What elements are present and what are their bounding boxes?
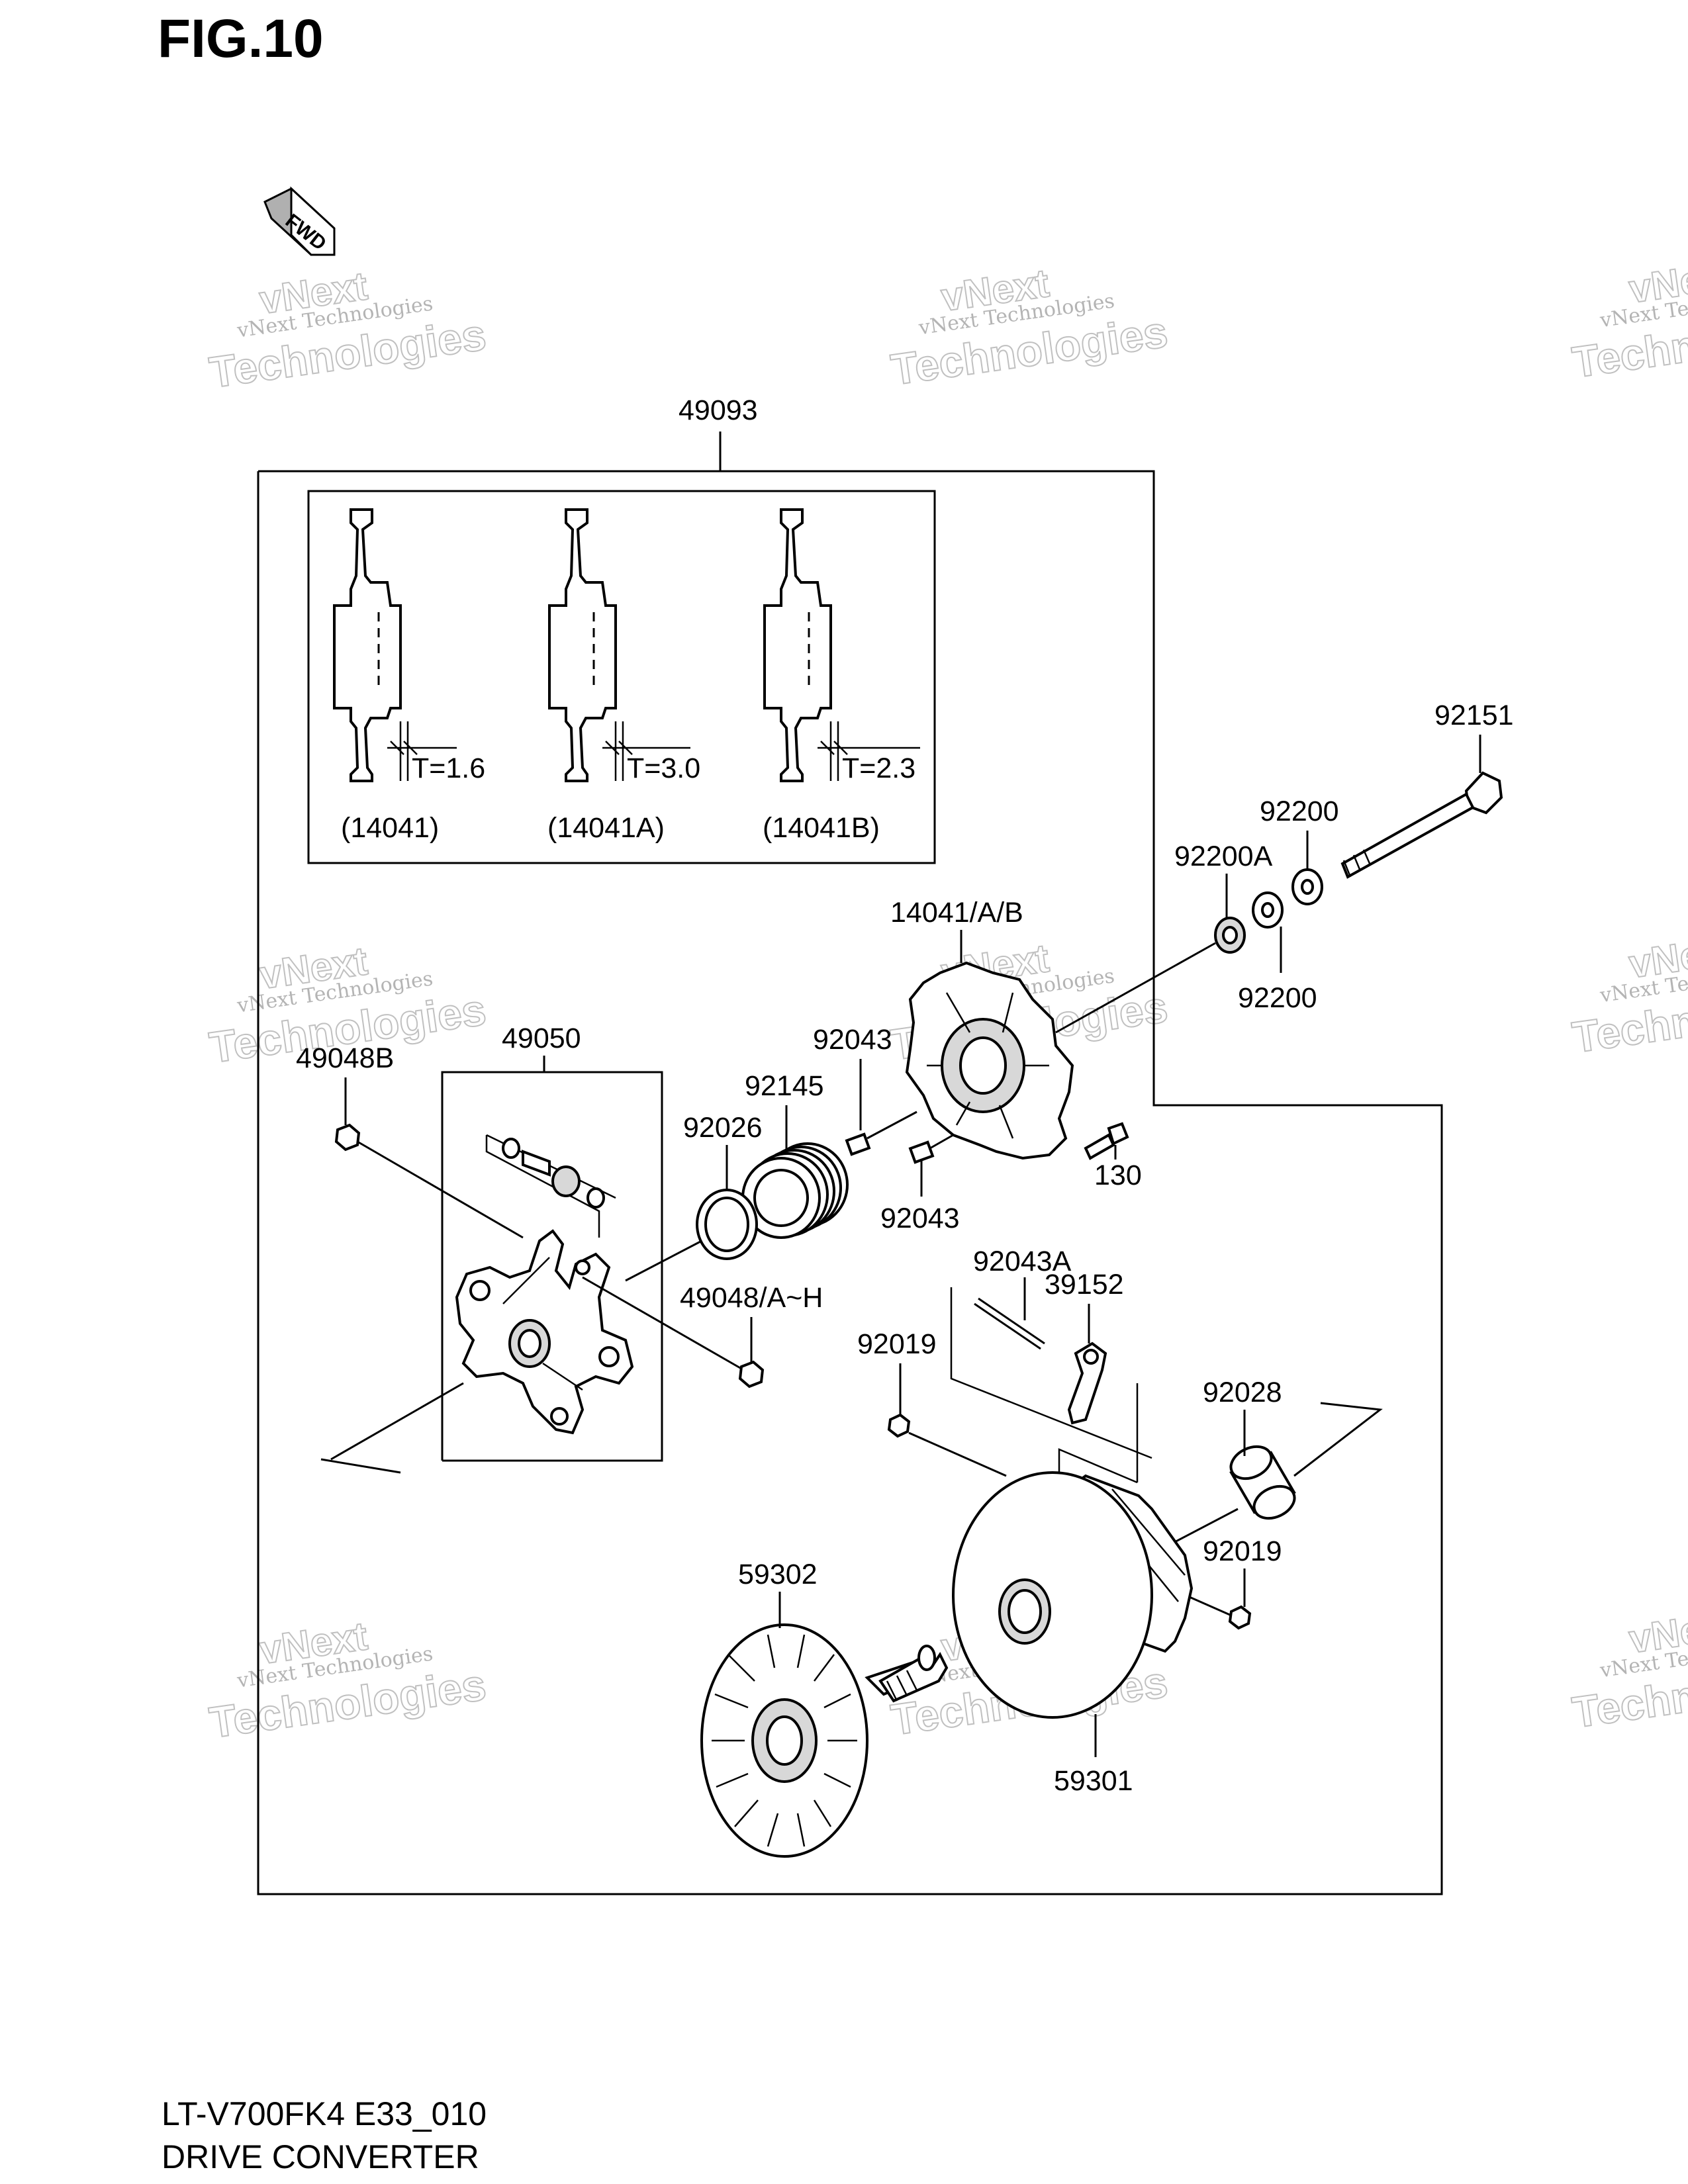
label-49050: 49050 — [502, 1023, 581, 1054]
part-59301-sheave: 59301 — [952, 1471, 1194, 1797]
watermark-bottom-left: vNext vNext Technologies Technologies — [206, 1613, 490, 1748]
part-49048-nut: 49048/A~H — [582, 1276, 823, 1388]
label-92043-bottom: 92043 — [880, 1203, 960, 1234]
part-92019-nut-left: 92019 — [857, 1328, 1007, 1477]
label-39152: 39152 — [1045, 1269, 1124, 1300]
plate-diagram: T=3.0 (14041A) — [547, 508, 700, 844]
plate-thickness: T=2.3 — [842, 752, 915, 784]
watermark-top-left: vNext vNext Technologies Technologies — [206, 263, 490, 398]
watermark-mid-right: vNext vNext Technologies Technologies — [1569, 927, 1688, 1062]
plate-part-number: (14041A) — [547, 812, 665, 844]
plate-part-number: (14041) — [341, 812, 439, 844]
label-92019-left: 92019 — [857, 1328, 937, 1360]
label-14041: 14041/A/B — [890, 897, 1023, 929]
plate-thickness: T=1.6 — [412, 752, 485, 784]
label-92200-bottom: 92200 — [1238, 982, 1317, 1014]
label-59301: 59301 — [1054, 1765, 1133, 1797]
part-14041-spider: 14041/A/B — [890, 897, 1074, 1160]
label-59302: 59302 — [738, 1559, 818, 1590]
part-49048b-nut: 49048B — [296, 1042, 524, 1239]
label-92028: 92028 — [1203, 1377, 1282, 1408]
part-39152-arm: 39152 — [1045, 1269, 1124, 1425]
watermark-top-center: vNext vNext Technologies Technologies — [888, 260, 1172, 395]
plate-diagram: T=2.3 (14041B) — [763, 508, 920, 844]
part-92019-nut-right: 92019 — [1184, 1535, 1282, 1630]
label-92043-top: 92043 — [813, 1024, 892, 1056]
model-code: LT-V700FK4 E33_010 — [162, 2095, 487, 2132]
watermark-top-right: vNext vNext Technologies Technologies — [1569, 251, 1688, 387]
part-92200-washer-bottom: 92200 — [1238, 891, 1317, 1014]
plate-part-number: (14041B) — [763, 812, 880, 844]
part-92043-pin-top: 92043 — [813, 1024, 917, 1156]
label-92145: 92145 — [745, 1070, 824, 1102]
part-92200-washer-top: 92200 — [1260, 796, 1339, 905]
label-92026: 92026 — [683, 1112, 763, 1144]
assembly-frame: 49093 — [257, 394, 1443, 1895]
fwd-arrow-icon: FWD — [263, 186, 336, 256]
label-92200a: 92200A — [1174, 841, 1273, 872]
diagram-name: DRIVE CONVERTER — [162, 2138, 479, 2175]
part-59302-fixed-sheave: 59302 — [700, 1559, 949, 1858]
part-92028-bushing: 92028 — [1168, 1377, 1383, 1547]
part-92200a-bearing: 92200A — [1055, 841, 1273, 1034]
label-92200-top: 92200 — [1260, 796, 1339, 827]
part-49050-weight-set: 49050 — [320, 1023, 663, 1474]
plate-inset: T=1.6 (14041) T=3.0 (14041A) T=2.3 (1404… — [307, 490, 936, 864]
part-92151-bolt: 92151 — [1340, 700, 1514, 879]
label-92043a: 92043A — [973, 1246, 1072, 1277]
part-92043-pin-bottom: 92043 — [880, 1134, 960, 1234]
label-49048b: 49048B — [296, 1042, 394, 1074]
label-130: 130 — [1094, 1160, 1142, 1191]
part-92026-ring: 92026 — [625, 1112, 763, 1282]
watermark-bottom-right: vNext vNext Technologies Technologies — [1569, 1602, 1688, 1737]
label-49048ah: 49048/A~H — [680, 1282, 823, 1314]
plate-thickness: T=3.0 — [627, 752, 700, 784]
label-49093: 49093 — [679, 394, 758, 426]
part-130-bolt: 130 — [1084, 1122, 1142, 1191]
label-92151: 92151 — [1434, 700, 1514, 731]
plate-diagram: T=1.6 (14041) — [333, 508, 485, 844]
figure-title: FIG.10 — [158, 9, 324, 69]
part-92145-spring: 92145 — [741, 1070, 849, 1239]
label-92019-right: 92019 — [1203, 1535, 1282, 1567]
part-92043a-pin-group: 92043A — [950, 1246, 1152, 1484]
